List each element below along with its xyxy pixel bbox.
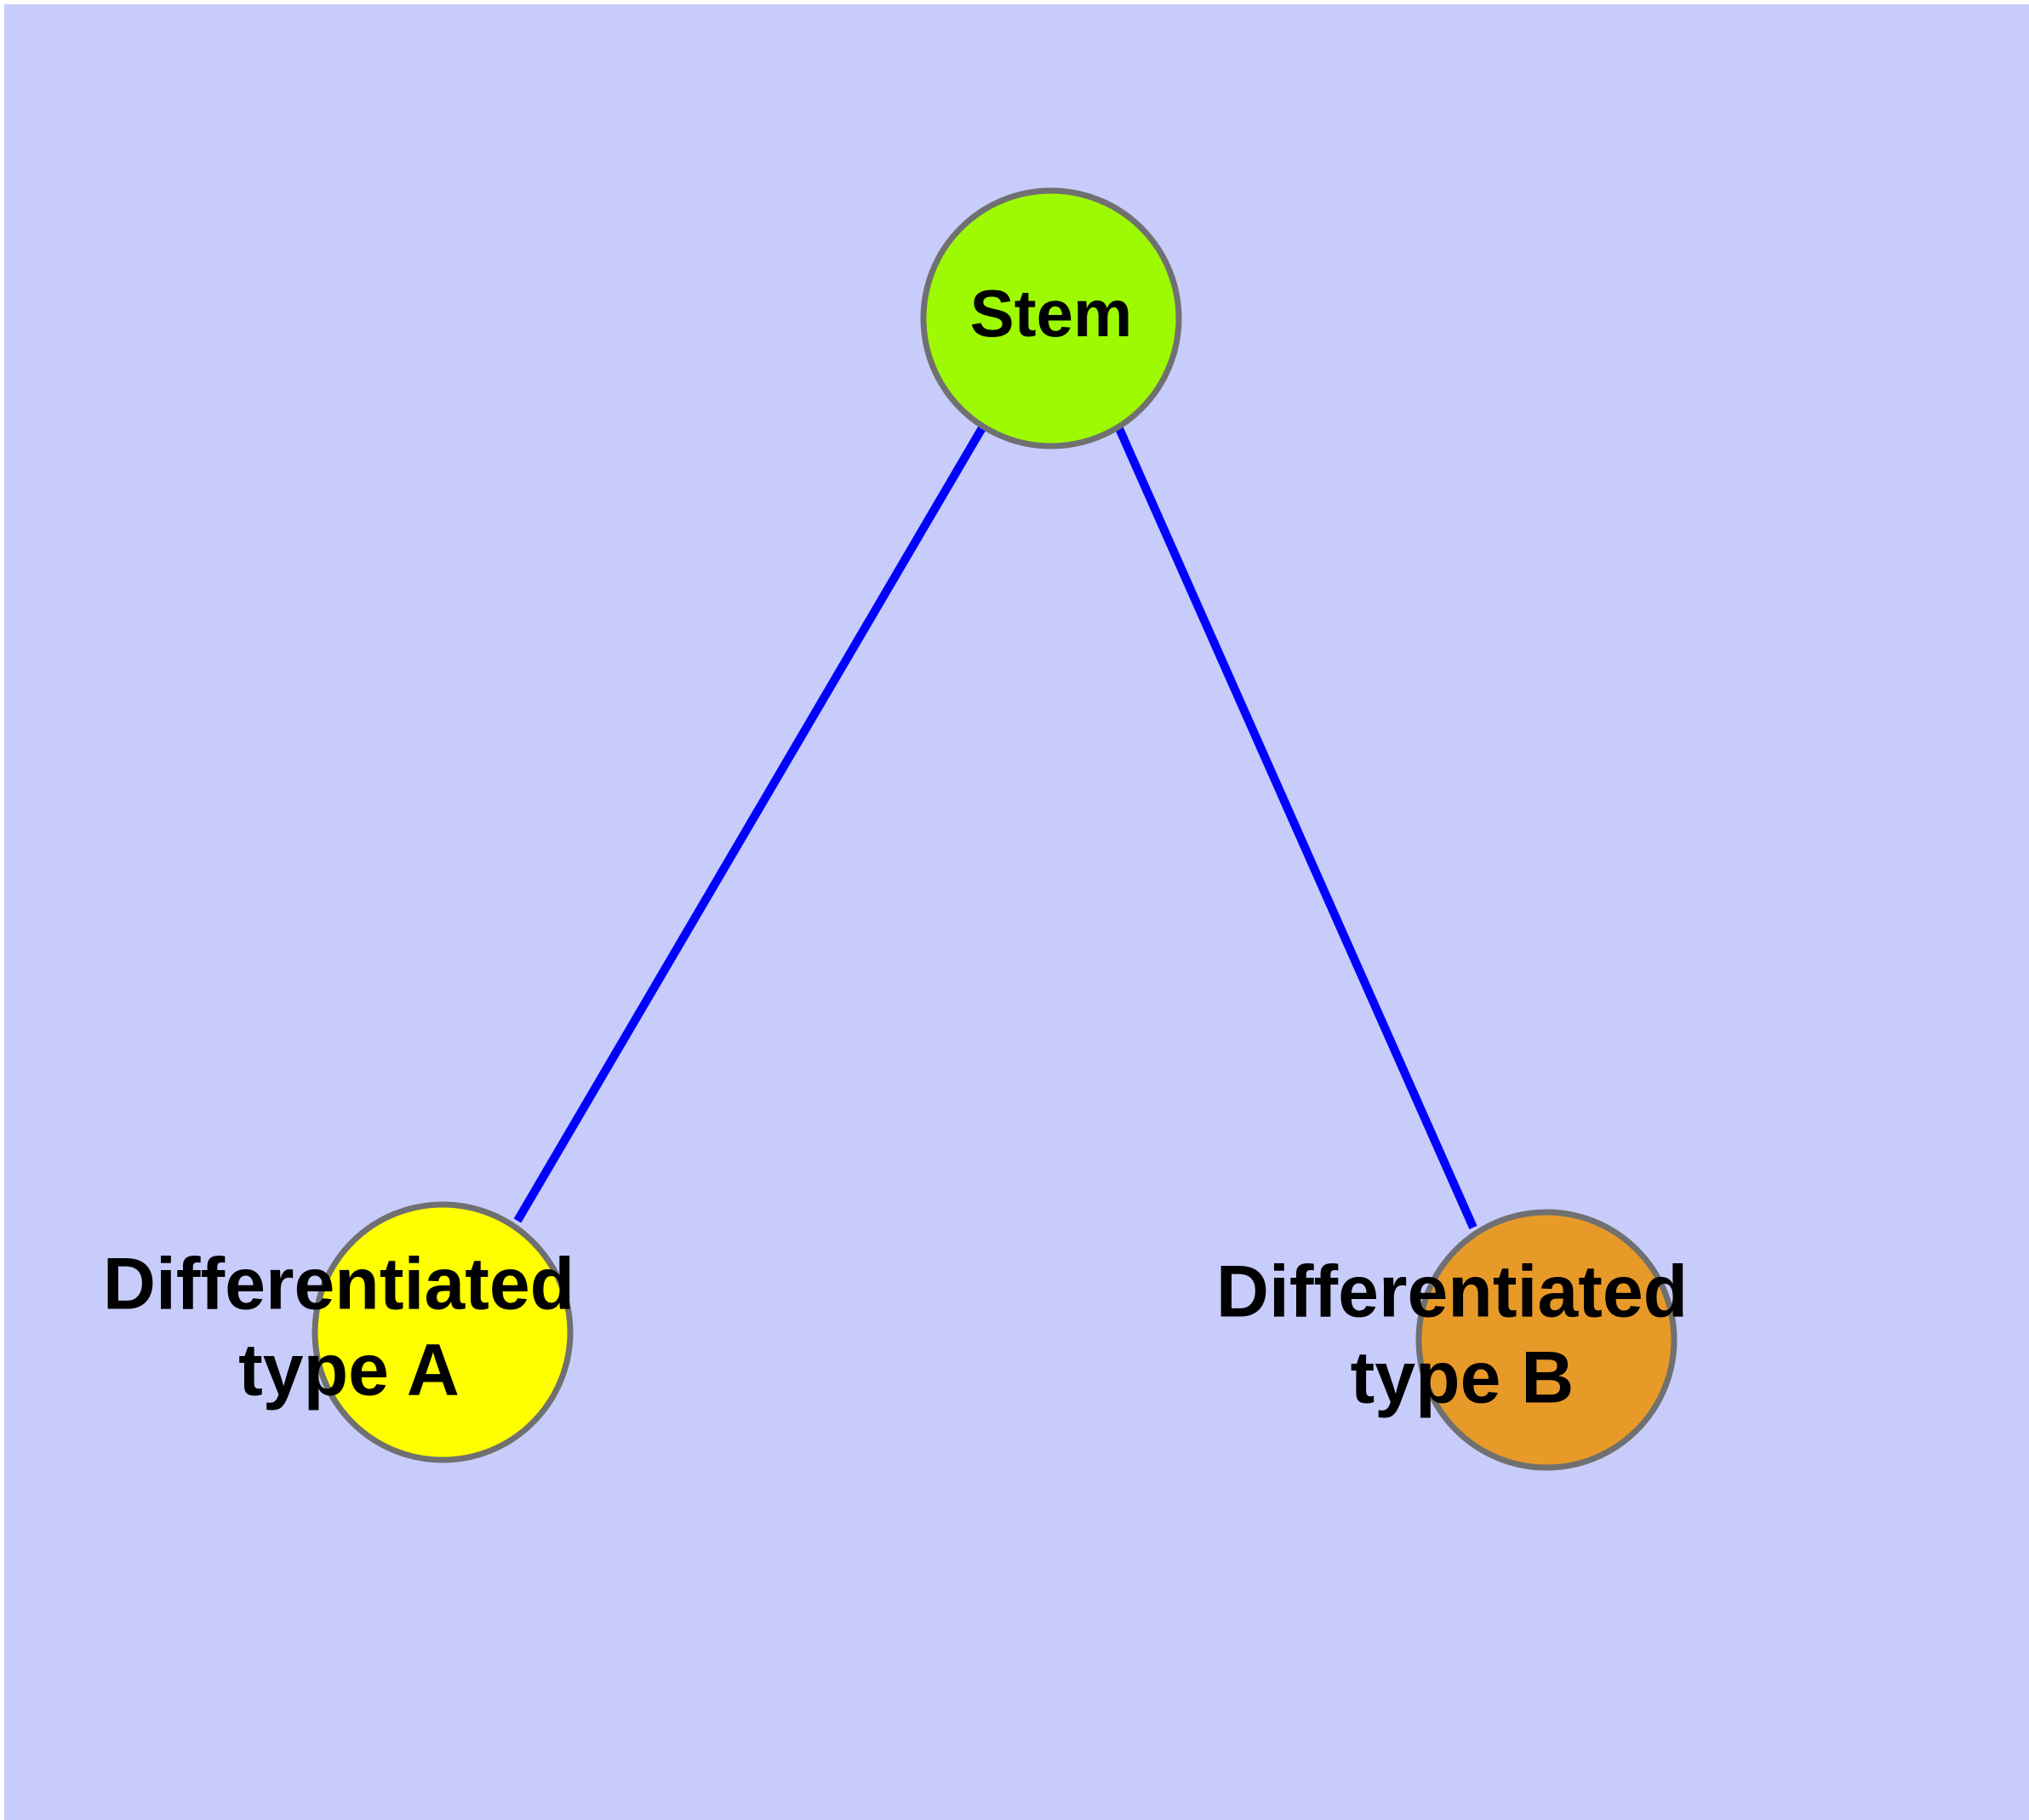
node-diff-a[interactable]: Differentiated type A [103,1201,595,1463]
node-diff-b[interactable]: Differentiated type B [1216,1209,1708,1471]
node-diff-a-circle[interactable] [311,1201,574,1463]
node-diff-b-label: Differentiated type B [1216,1251,1708,1418]
node-diff-a-label-line-1: Differentiated [103,1243,574,1325]
node-diff-a-label-line-2: type A [238,1329,460,1411]
nodes-layer: Stem Differentiated type A Differentiate… [103,187,1708,1471]
node-diff-a-label: Differentiated type A [103,1243,595,1411]
node-diff-b-circle[interactable] [1415,1209,1677,1471]
edge-stem-to-diff-b[interactable] [1114,424,1477,1230]
node-stem-label: Stem [970,276,1133,351]
edges-layer [513,424,1477,1230]
node-diff-b-label-line-2: type B [1351,1336,1575,1418]
node-stem-circle[interactable] [920,187,1182,449]
edge-stem-to-diff-a[interactable] [513,424,987,1223]
node-diff-b-label-line-1: Differentiated [1216,1251,1688,1332]
node-stem-label-line-1: Stem [970,276,1133,351]
node-stem[interactable]: Stem [920,187,1182,449]
